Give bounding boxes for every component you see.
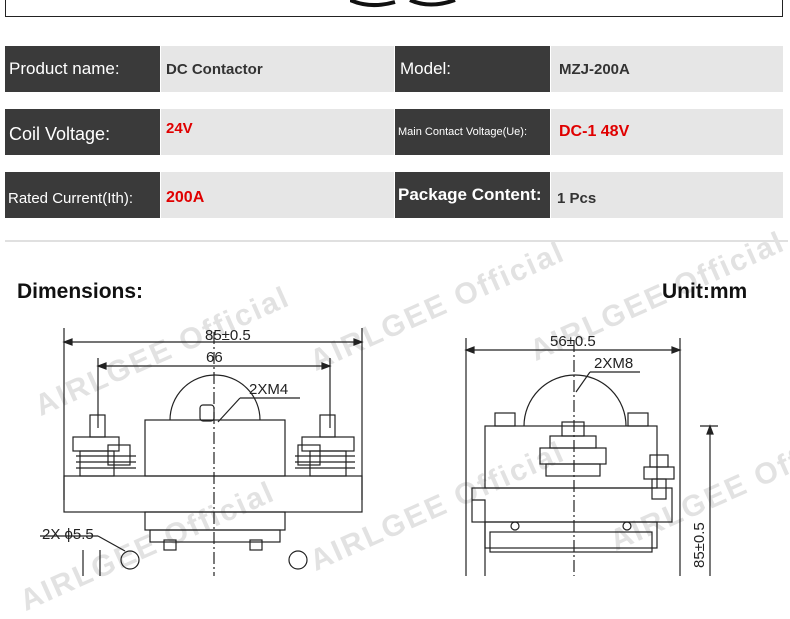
spec-label: Product name: (5, 46, 160, 92)
product-photo-frame (5, 0, 783, 17)
front-view-drawing: 85±0.5 66 2XM4 2X ϕ5.5 (40, 327, 364, 576)
spec-row-1: Product name: DC Contactor Model: MZJ-20… (5, 46, 783, 92)
spec-value: 200A (161, 172, 394, 218)
spec-label: Main Contact Voltage(Ue): (395, 109, 550, 155)
spec-value: DC-1 48V (551, 109, 783, 155)
spec-row-3: Rated Current(Ith): 200A Package Content… (5, 172, 783, 218)
product-photo-fragment (350, 0, 456, 7)
front-width-dimension: 85±0.5 (205, 327, 251, 344)
side-height-dimension: 85±0.5 (691, 522, 708, 568)
unit-label: Unit:mm (662, 280, 748, 303)
spec-value: DC Contactor (161, 46, 394, 92)
spec-value: 24V (161, 109, 394, 155)
spec-label: Rated Current(Ith): (5, 172, 160, 218)
section-divider (5, 240, 788, 242)
side-view-drawing: 56±0.5 2XM8 85±0.5 (464, 333, 718, 576)
front-hole-label: 2X ϕ5.5 (42, 526, 94, 543)
front-bolt-spacing-dimension: 66 (206, 349, 223, 366)
spec-label: Package Content: (395, 172, 550, 218)
spec-value: MZJ-200A (551, 46, 783, 92)
spec-value: 1 Pcs (551, 172, 783, 218)
spec-row-2: Coil Voltage: 24V Main Contact Voltage(U… (5, 109, 783, 155)
front-terminal-label: 2XM4 (249, 381, 288, 398)
spec-label: Coil Voltage: (5, 109, 160, 155)
spec-label: Model: (395, 46, 550, 92)
dimensions-title: Dimensions: (17, 280, 144, 303)
side-width-dimension: 56±0.5 (550, 333, 596, 350)
side-terminal-label: 2XM8 (594, 355, 633, 372)
